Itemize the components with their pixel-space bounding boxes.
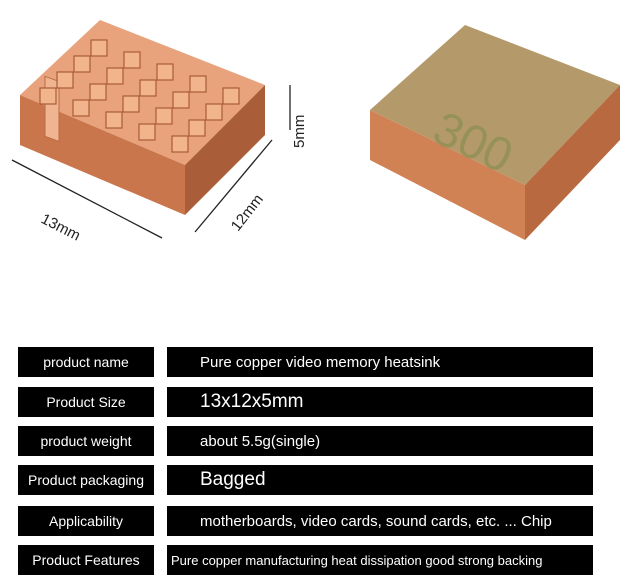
spec-value: about 5.5g(single) [167,426,593,456]
dim-length: 13mm [38,210,83,244]
fin [123,51,141,69]
spec-label: Applicability [18,506,154,536]
spec-value: Pure copper manufacturing heat dissipati… [167,545,593,575]
spec-value: 13x12x5mm [167,387,593,417]
fin [73,55,91,73]
fin [189,75,207,93]
dim-width: 12mm [228,191,267,234]
spec-label: product weight [18,426,154,456]
spec-row: Product packaging Bagged [18,465,593,495]
fin [188,119,206,137]
fin [89,83,107,101]
fin [39,87,57,105]
spec-value: motherboards, video cards, sound cards, … [167,506,593,536]
spec-label: Product packaging [18,465,154,495]
fin [56,71,74,89]
spec-value: Bagged [167,465,593,495]
spec-row: Applicability motherboards, video cards, … [18,506,593,536]
spec-row: Product Size 13x12x5mm [18,387,593,417]
fin [90,39,108,57]
spec-row: Product Features Pure copper manufacturin… [18,545,593,575]
fin [106,67,124,85]
fin [72,99,90,117]
fin [171,135,189,153]
fin [105,111,123,129]
spec-label: Product Features [18,545,154,575]
fin [205,103,223,121]
product-photo: 13mm 12mm 5mm 300 [11,20,620,244]
fin [155,107,173,125]
fin [122,95,140,113]
fin [139,79,157,97]
dim-height: 5mm [291,115,308,148]
spec-label: product name [18,347,154,377]
spec-label: Product Size [18,387,154,417]
fin [138,123,156,141]
spec-row: product name Pure copper video memory hea… [18,347,593,377]
fin [156,63,174,81]
heatsink-front [20,20,265,215]
fin [172,91,190,109]
heatsink-back: 300 [370,25,620,240]
fin [222,87,240,105]
spec-row: product weight about 5.5g(single) [18,426,593,456]
spec-value: Pure copper video memory heatsink [167,347,593,377]
